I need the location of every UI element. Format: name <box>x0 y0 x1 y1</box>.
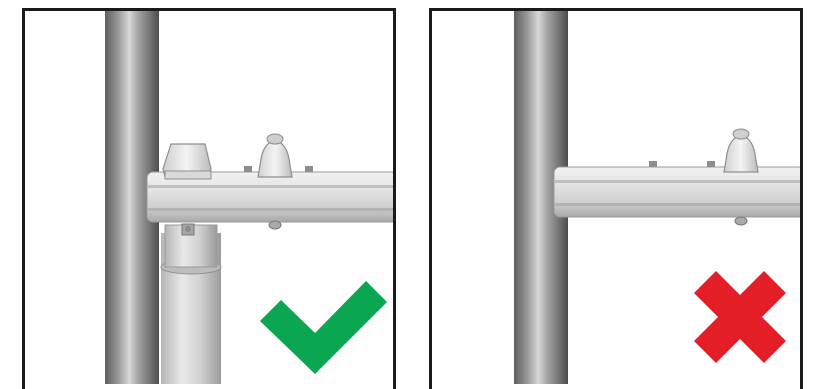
correct-installation-illustration <box>25 11 393 389</box>
correct-installation-panel <box>22 8 396 389</box>
incorrect-installation-illustration <box>432 11 800 389</box>
mid-clamp <box>257 133 293 178</box>
incorrect-scene-svg <box>514 11 800 384</box>
correct-scene-svg <box>105 11 393 384</box>
mid-clamp <box>723 128 759 173</box>
end-clamp <box>162 143 212 180</box>
incorrect-installation-panel <box>429 8 803 389</box>
cross-mark-icon <box>694 271 786 363</box>
rail-bolts <box>244 166 313 230</box>
horizontal-rail <box>553 166 800 218</box>
check-mark-icon <box>260 281 387 374</box>
rail-bolts <box>649 161 748 226</box>
support-post <box>160 223 222 384</box>
